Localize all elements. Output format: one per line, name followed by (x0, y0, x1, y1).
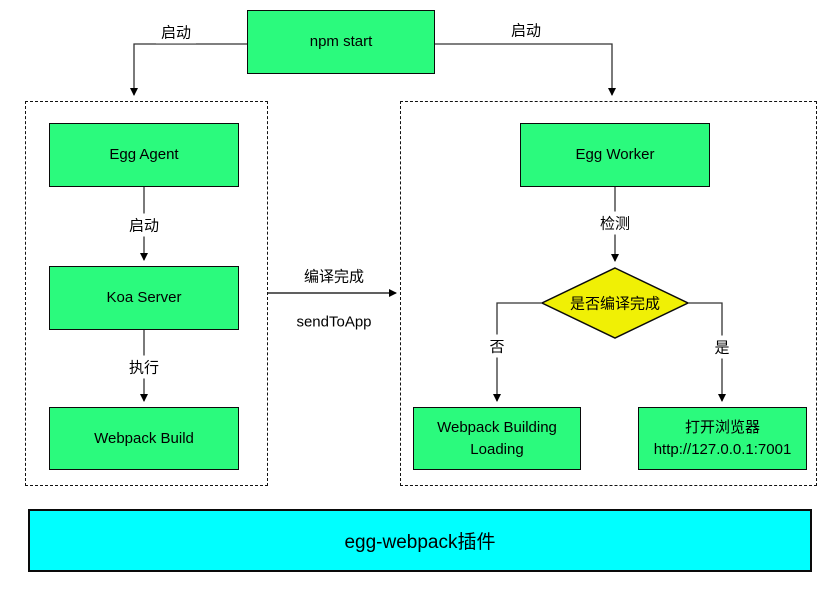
edge-label-branch-yes: 是 (709, 335, 735, 359)
node-egg-agent-label: Egg Agent (109, 146, 179, 164)
edge-label-start-left: 启动 (155, 20, 197, 44)
edge-label-start-right: 启动 (505, 18, 547, 42)
node-open-browser: 打开浏览器 http://127.0.0.1:7001 (638, 407, 807, 470)
node-npm-start-label: npm start (309, 33, 373, 51)
edge-label-compile-done: 编译完成 (298, 264, 370, 288)
edge-label-branch-no: 否 (484, 334, 510, 358)
node-webpack-building-loading-line2: Loading (470, 440, 524, 458)
edge-npmstart-to-left-container (130, 43, 247, 96)
agent-process-container (25, 101, 268, 486)
edge-label-agent-to-koa: 启动 (123, 213, 165, 237)
worker-process-container (400, 101, 817, 486)
plugin-bar: egg-webpack插件 (28, 509, 812, 572)
node-egg-worker-label: Egg Worker (575, 146, 655, 164)
decision-diamond-label: 是否编译完成 (569, 295, 661, 313)
edge-npmstart-to-right-container (435, 43, 616, 96)
node-egg-worker: Egg Worker (520, 123, 710, 187)
plugin-bar-label: egg-webpack插件 (344, 532, 496, 553)
node-webpack-build-label: Webpack Build (94, 429, 194, 447)
edge-label-koa-to-webpack: 执行 (123, 355, 165, 379)
node-koa-server-label: Koa Server (106, 289, 182, 307)
edge-label-send-to-app: sendToApp (291, 312, 377, 332)
node-open-browser-line2: http://127.0.0.1:7001 (653, 440, 792, 458)
node-webpack-build: Webpack Build (49, 407, 239, 470)
node-open-browser-line1: 打开浏览器 (684, 418, 760, 436)
edge-label-worker-check: 检测 (594, 211, 636, 235)
node-koa-server: Koa Server (49, 266, 239, 330)
node-npm-start: npm start (247, 10, 435, 74)
node-webpack-building-loading-line1: Webpack Building (437, 418, 557, 436)
node-egg-agent: Egg Agent (49, 123, 239, 187)
node-webpack-building-loading: Webpack Building Loading (413, 407, 581, 470)
